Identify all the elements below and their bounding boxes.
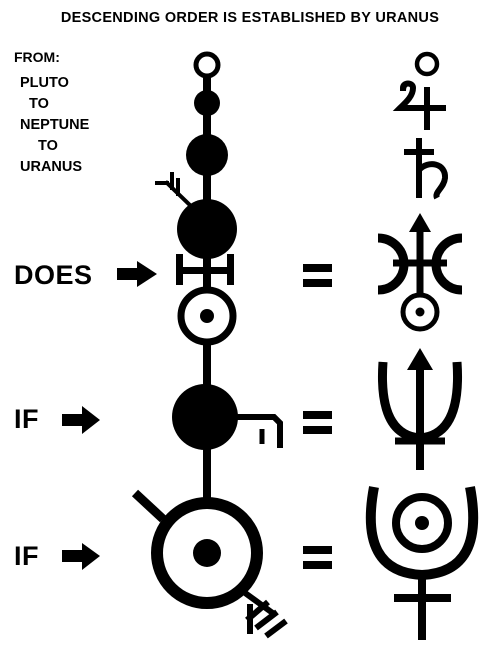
claw-icon xyxy=(239,587,288,639)
large-disc-icon xyxy=(172,384,238,450)
uranus-icon xyxy=(377,213,463,332)
neptune-icon xyxy=(377,348,463,470)
order-item-to-2: TO xyxy=(38,138,58,154)
pluto-jupiter-icon xyxy=(392,51,446,130)
saturn-icon xyxy=(404,138,448,200)
row-label-if-2: IF xyxy=(14,541,39,571)
order-item-neptune: NEPTUNE xyxy=(20,117,90,133)
equals-sign-icon xyxy=(303,264,332,287)
pluto-icon xyxy=(365,486,479,640)
order-item-pluto: PLUTO xyxy=(20,75,69,91)
composite-symbol-column xyxy=(131,51,288,639)
order-item-uranus: URANUS xyxy=(20,159,83,175)
equals-sign-icon xyxy=(303,546,332,569)
large-disc-icon xyxy=(177,199,237,259)
from-label: FROM: xyxy=(14,49,60,65)
right-arrow-icon xyxy=(117,261,157,287)
small-disc-icon xyxy=(194,90,220,116)
medium-disc-icon xyxy=(186,134,228,176)
order-item-to-1: TO xyxy=(29,96,49,112)
equals-sign-icon xyxy=(303,411,332,434)
row-label-does: DOES xyxy=(14,260,93,290)
row-label-if-1: IF xyxy=(14,404,39,434)
small-ring-icon xyxy=(193,51,221,79)
claw-icon xyxy=(155,172,196,211)
right-arrow-icon xyxy=(62,406,100,434)
diagram-title: DESCENDING ORDER IS ESTABLISHED BY URANU… xyxy=(60,10,440,26)
crossbar-icon xyxy=(176,254,234,285)
right-arrow-icon xyxy=(62,543,100,570)
